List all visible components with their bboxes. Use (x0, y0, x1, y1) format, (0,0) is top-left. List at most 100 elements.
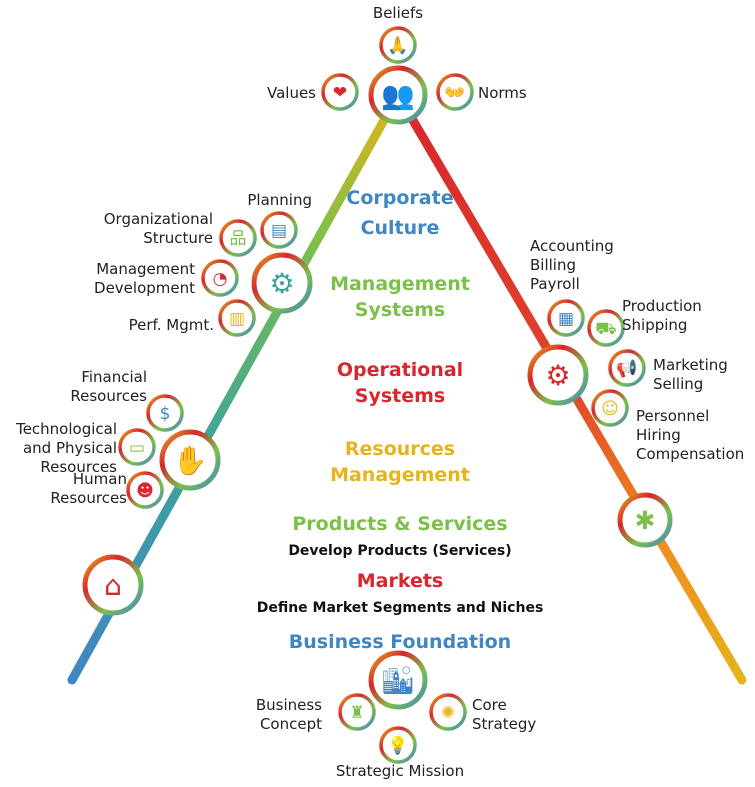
svg-text:👐: 👐 (444, 83, 465, 103)
svg-text:⚙: ⚙ (545, 359, 570, 392)
storefront-icon: ⌂ (82, 554, 144, 616)
truck-icon: ⛟ (587, 309, 625, 347)
people-group-icon: ☻ (126, 471, 164, 509)
tier-title: Products & Services (292, 513, 507, 535)
node-label: Perf. Mgmt. (129, 316, 214, 334)
lightbulb-icon: 💡 (379, 726, 417, 764)
node-label: Norms (478, 84, 527, 102)
money-network-icon: $ (146, 394, 184, 432)
node-label-line: Strategy (472, 715, 536, 733)
team-icon: 👥 (368, 65, 428, 125)
node-label: Beliefs (373, 4, 423, 22)
svg-text:$: $ (160, 404, 171, 424)
node-label: Planning (247, 191, 312, 209)
performance-icon: ▥ (218, 299, 256, 337)
node-label-line: Selling (653, 375, 703, 393)
svg-text:⌂: ⌂ (104, 569, 122, 602)
node-label-line: Payroll (530, 275, 580, 293)
svg-text:🙏: 🙏 (387, 36, 408, 56)
people-hands-icon: 👐 (436, 73, 474, 111)
tier-title: Systems (355, 385, 445, 407)
node-label: Strategic Mission (336, 762, 464, 780)
node-label-line: Values (267, 84, 316, 102)
svg-text:▦: ▦ (558, 309, 574, 329)
svg-text:♜: ♜ (349, 703, 364, 723)
gear-cycle-icon: ⚙ (527, 344, 589, 406)
node-label-line: Accounting (530, 237, 614, 255)
svg-text:❤: ❤ (333, 83, 347, 103)
node-label-line: and Physical (23, 439, 117, 457)
praying-hands-icon: 🙏 (379, 26, 417, 64)
node-label-line: Compensation (636, 445, 744, 463)
svg-text:☻: ☻ (136, 481, 154, 501)
svg-text:◔: ◔ (213, 269, 228, 289)
heart-atom-icon: ❤ (321, 73, 359, 111)
svg-text:🏙: 🏙 (381, 665, 415, 696)
node-label-line: Billing (530, 256, 576, 274)
node-label-line: Hiring (636, 426, 681, 444)
calculator-icon: ▦ (547, 299, 585, 337)
svg-text:✋: ✋ (173, 444, 208, 477)
svg-text:✺: ✺ (441, 703, 455, 723)
svg-text:▭: ▭ (129, 438, 145, 458)
pie-chart-icon: ◔ (201, 259, 239, 297)
megaphone-icon: 📢 (608, 349, 646, 387)
tier-title: Corporate (346, 187, 453, 209)
node-label-line: Development (94, 279, 195, 297)
tier-title: Culture (361, 217, 440, 239)
business-concept-icon: ♜ (338, 693, 376, 731)
node-label-line: Technological (15, 420, 117, 438)
computer-icon: ▭ (118, 428, 156, 466)
svg-text:▤: ▤ (271, 221, 287, 241)
gear-check-icon: ⚙ (251, 252, 313, 314)
tier-subtitle: Develop Products (Services) (288, 543, 511, 559)
node-label-line: Strategic Mission (336, 762, 464, 780)
city-globe-icon: 🏙 (368, 650, 428, 710)
svg-text:📢: 📢 (616, 358, 637, 379)
svg-text:💡: 💡 (387, 735, 408, 756)
tier-title: Management (330, 464, 470, 486)
svg-text:品: 品 (230, 229, 247, 249)
tier-title: Markets (357, 570, 444, 592)
node-label-line: Personnel (636, 407, 709, 425)
icon-nodes: 👥 ⚙ ⚙ ✋ ✱ ⌂ 🏙 🙏 Beliefs ❤ Values 👐 Norms ▤ Planning 品 Or… (15, 4, 744, 780)
node-label-line: Resources (40, 458, 117, 476)
node-label-line: Shipping (622, 316, 687, 334)
plan-document-icon: ▤ (260, 211, 298, 249)
svg-text:⛟: ⛟ (595, 319, 616, 339)
node-label-line: Human (73, 470, 127, 488)
node-label-line: Production (622, 297, 702, 315)
svg-text:▥: ▥ (229, 309, 245, 329)
tier-title: Management (330, 273, 470, 295)
org-chart-icon: 品 (219, 219, 257, 257)
svg-text:☺: ☺ (601, 399, 619, 419)
node-label-line: Financial (81, 368, 147, 386)
tier-title: Systems (355, 299, 445, 321)
tier-title: Operational (337, 359, 463, 381)
cube-network-icon: ✱ (617, 492, 673, 548)
node-label-line: Organizational (104, 210, 213, 228)
node-label-line: Resources (70, 387, 147, 405)
svg-text:👥: 👥 (381, 80, 415, 111)
node-label: Values (267, 84, 316, 102)
svg-text:✱: ✱ (635, 506, 656, 535)
node-label-line: Beliefs (373, 4, 423, 22)
node-label-line: Marketing (653, 356, 728, 374)
node-label-line: Business (256, 696, 322, 714)
